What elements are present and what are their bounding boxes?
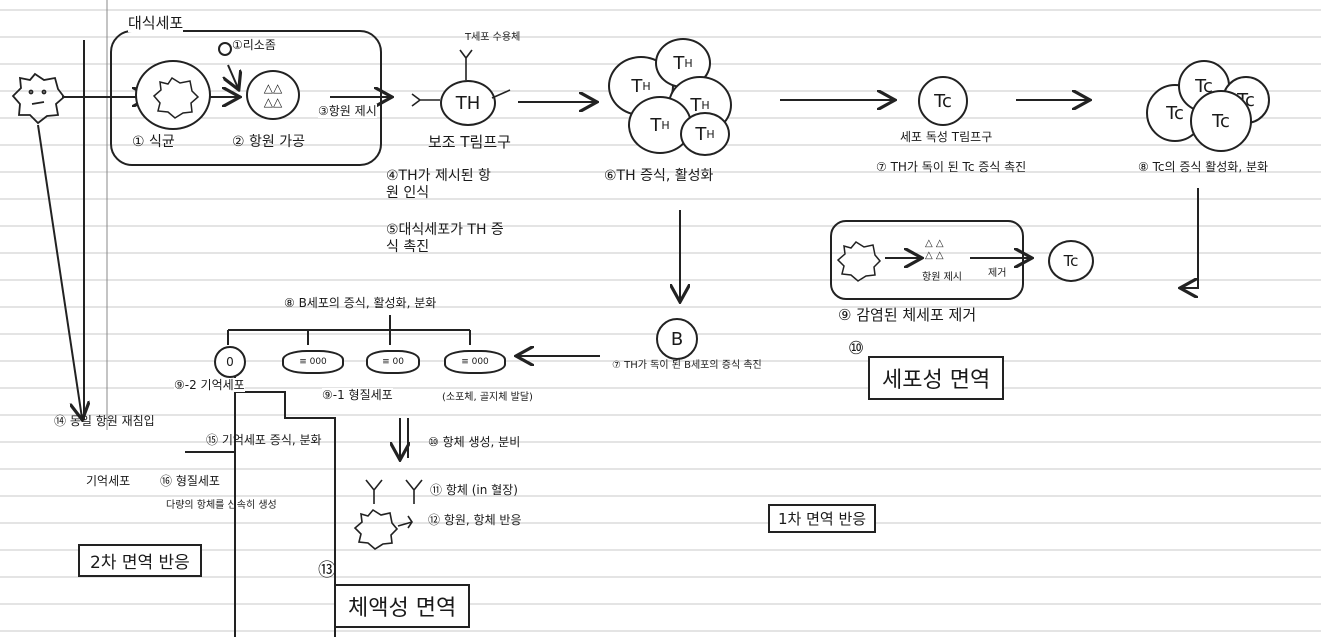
secondary-response-label: 2차 면역 반응 (78, 544, 202, 577)
tcr-label: T세포 수용체 (465, 32, 521, 43)
th-cell: TH (440, 80, 496, 126)
antibody-step11: ⑪ 항체 (in 혈장) (430, 483, 518, 497)
lysosome-vesicle: △△△△ (246, 70, 300, 120)
arrow-reentry (37, 124, 82, 418)
th-step6: ⑥TH 증식, 활성화 (604, 168, 714, 184)
humoral-immunity-label: 체액성 면역 (334, 584, 471, 628)
cellular-immunity-num: ⑩ (848, 338, 865, 359)
antibody-step12: ⑫ 항원, 항체 반응 (428, 513, 522, 527)
plasma-cell-3: ≡ 000 (444, 350, 506, 374)
infected-antigen-dots: △ △△ △ (925, 238, 944, 261)
lysosome-label: ①리소좀 (232, 38, 276, 52)
arrow-tc-down (1182, 188, 1199, 288)
secondary-step16: ⑯ 형질세포 (160, 474, 220, 488)
lysosome-dot (218, 42, 232, 56)
secondary-step16-note: 다량의 항체를 신속히 생성 (166, 500, 277, 511)
secondary-step14: ⑭ 동일 항원 재침입 (54, 414, 155, 428)
b-step7: ⑦ TH가 독이 된 B세포의 증식 촉진 (612, 360, 762, 371)
macrophage-step3: ③항원 제시 (318, 104, 377, 119)
phagosome (135, 60, 211, 130)
th-step4: ④TH가 제시된 항원 인식 (386, 168, 491, 201)
memory-cell: 0 (214, 346, 246, 378)
b-cell: B (656, 318, 698, 360)
th-name: 보조 T림프구 (428, 133, 511, 151)
tc-step8: ⑧ Tc의 증식 활성화, 분화 (1138, 160, 1269, 174)
infected-removal-label: 제거 (988, 268, 1007, 279)
tc-name: 세포 독성 T림프구 (900, 130, 993, 144)
macrophage-title: 대식세포 (128, 14, 184, 32)
tc-cell: Tc (918, 76, 968, 126)
tc-cluster-cell-4: Tc (1190, 90, 1252, 152)
plasma-note: (소포체, 골지체 발달) (442, 392, 533, 403)
th-step5: ⑤대식세포가 TH 증식 촉진 (386, 222, 504, 255)
cellular-immunity-label: 세포성 면역 (868, 356, 1005, 400)
macrophage-cell (110, 30, 382, 166)
secondary-memory-cell: 기억세포 (86, 474, 131, 488)
tc-attacker-cell: Tc (1048, 240, 1094, 282)
macrophage-step2: ② 항원 가공 (232, 134, 305, 150)
infected-antigen-label: 항원 제시 (922, 272, 962, 283)
tc-step7: ⑦ TH가 독이 된 Tc 증식 촉진 (876, 160, 1027, 174)
memory-cell-label: ⑨-2 기억세포 (174, 378, 245, 393)
plasma-cell-2: ≡ 00 (366, 350, 420, 374)
b-step8: ⑧ B세포의 증식, 활성화, 분화 (284, 296, 437, 310)
plasma-cell-label: ⑨-1 형질세포 (322, 388, 393, 403)
macrophage-step1: ① 식균 (132, 134, 175, 150)
infected-cell (830, 220, 1024, 300)
secondary-step15: ⑮ 기억세포 증식, 분화 (206, 433, 322, 447)
tc-step9: ⑨ 감염된 체세포 제거 (838, 306, 977, 324)
antibody-step10: ⑩ 항체 생성, 분비 (428, 435, 521, 449)
humoral-immunity-num: ⑬ (318, 560, 336, 581)
primary-response-label: 1차 면역 반응 (768, 504, 877, 533)
plasma-cell-1: ≡ 000 (282, 350, 344, 374)
